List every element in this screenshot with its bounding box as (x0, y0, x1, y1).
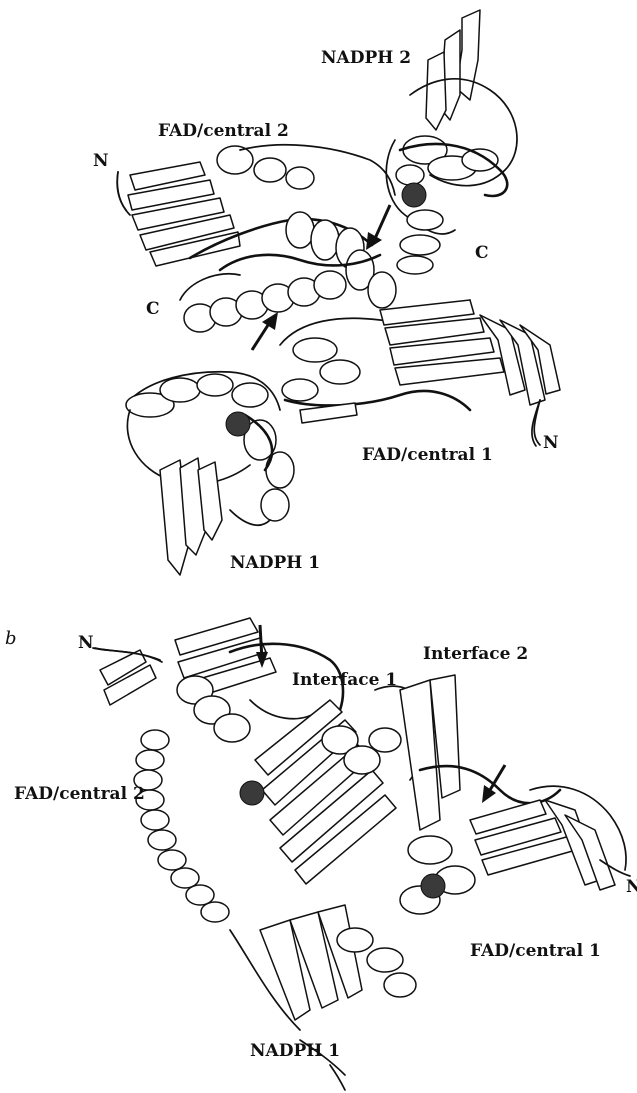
label-nadph2: NADPH 2 (321, 48, 411, 68)
fad-central2-domain-ribbon (117, 145, 395, 268)
long-helix-left (134, 730, 229, 922)
interface-arrow (366, 205, 390, 250)
label-c-terminus-right: C (475, 243, 489, 263)
nadph1-domain-ribbon-b (230, 905, 416, 1090)
label-interface1: Interface 1 (292, 670, 397, 690)
label-fad-central1-b: FAD/central 1 (470, 941, 601, 961)
label-c-terminus-left: C (146, 299, 160, 319)
fad-central1-domain-ribbon (280, 300, 560, 445)
n-terminus-line (117, 172, 126, 210)
fe-cofactor-sphere (226, 412, 250, 436)
panel-b: b (5, 618, 637, 1090)
label-fad-central1: FAD/central 1 (362, 445, 493, 465)
label-n-terminus-right-b: N (626, 877, 637, 897)
label-nadph1: NADPH 1 (230, 553, 320, 573)
label-n-terminus-left: N (78, 633, 94, 653)
panel-letter-b: b (5, 628, 17, 649)
nadph1-domain-ribbon (126, 372, 294, 575)
label-n-terminus-top: N (93, 151, 109, 171)
label-fad-central2: FAD/central 2 (158, 121, 289, 141)
interface-arrow (482, 765, 505, 803)
fe-cofactor-sphere (421, 874, 445, 898)
fe-cofactor-sphere (402, 183, 426, 207)
label-fad-central2-b: FAD/central 2 (14, 784, 145, 804)
panel-a: NADPH 2 FAD/central 2 N C C N FAD/centra… (93, 10, 560, 575)
label-n-terminus-right: N (543, 433, 559, 453)
fe-cofactor-sphere (240, 781, 264, 805)
label-interface2: Interface 2 (423, 644, 528, 664)
label-nadph1-b: NADPH 1 (250, 1041, 340, 1061)
central-helix-bundle (180, 250, 396, 332)
